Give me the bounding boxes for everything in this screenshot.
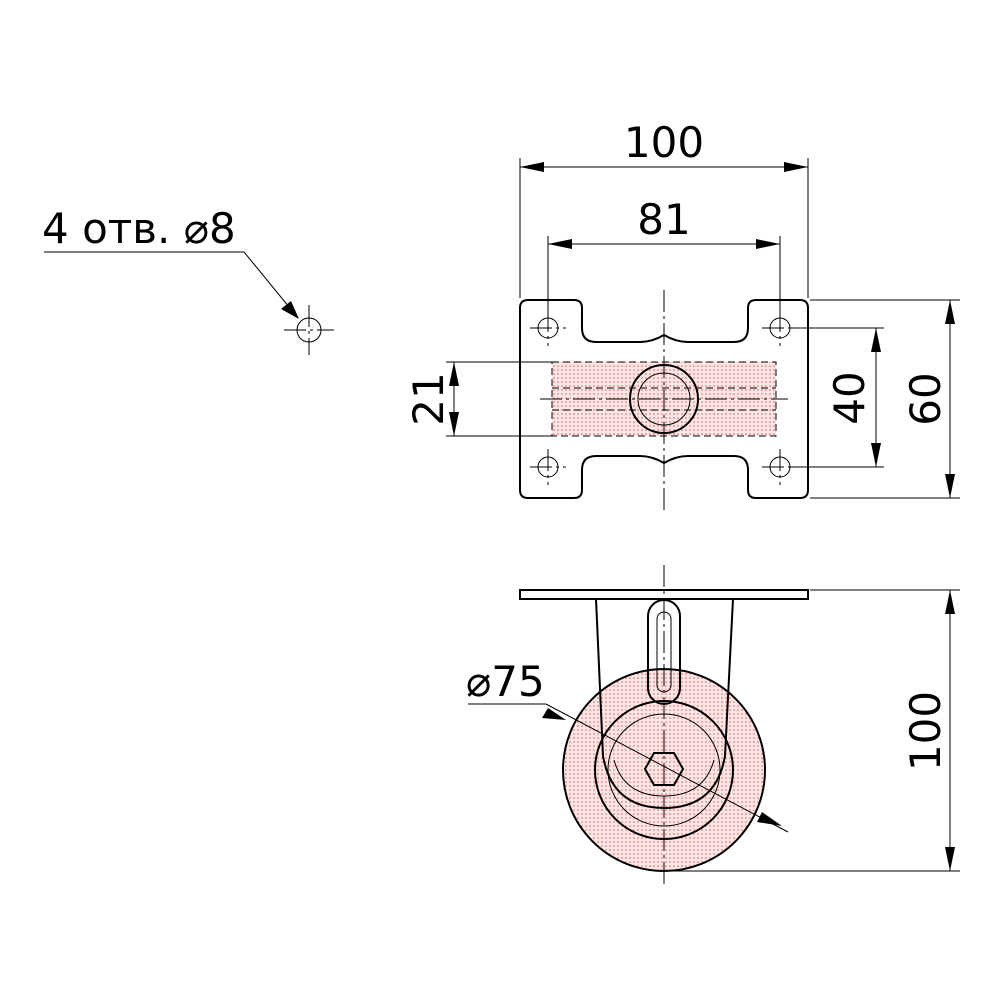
dimension-hole-spacing-x: 81 xyxy=(547,195,781,320)
dimension-slot-height-label: 21 xyxy=(404,372,453,425)
dimension-hole-spacing-y: 40 xyxy=(790,327,884,468)
dimension-plate-depth: 60 xyxy=(810,299,960,499)
dimension-slot-height: 21 xyxy=(404,361,552,437)
hole-callout-arrow xyxy=(281,301,299,319)
hole-callout-label: 4 отв. ⌀8 xyxy=(42,204,236,253)
dimension-plate-width: 100 xyxy=(519,118,809,298)
plate-top-view xyxy=(519,290,809,510)
dimension-wheel-diameter-label: ⌀75 xyxy=(466,657,545,706)
hole-callout-leader xyxy=(243,251,295,314)
dimension-wheel-diameter: ⌀75 xyxy=(466,657,789,833)
mounting-hole-bl xyxy=(530,449,566,485)
dimension-total-height-label: 100 xyxy=(901,691,950,771)
axle-nut-icon xyxy=(643,752,685,786)
caster-side-view xyxy=(519,565,809,885)
hole-callout: 4 отв. ⌀8 xyxy=(42,204,334,355)
dimension-plate-width-label: 100 xyxy=(624,118,704,167)
dimension-total-height: 100 xyxy=(666,589,960,872)
plate-outline xyxy=(519,299,809,499)
dimension-hole-spacing-x-label: 81 xyxy=(637,195,690,244)
dimension-hole-spacing-y-label: 40 xyxy=(825,371,874,424)
dimension-plate-depth-label: 60 xyxy=(901,372,950,425)
